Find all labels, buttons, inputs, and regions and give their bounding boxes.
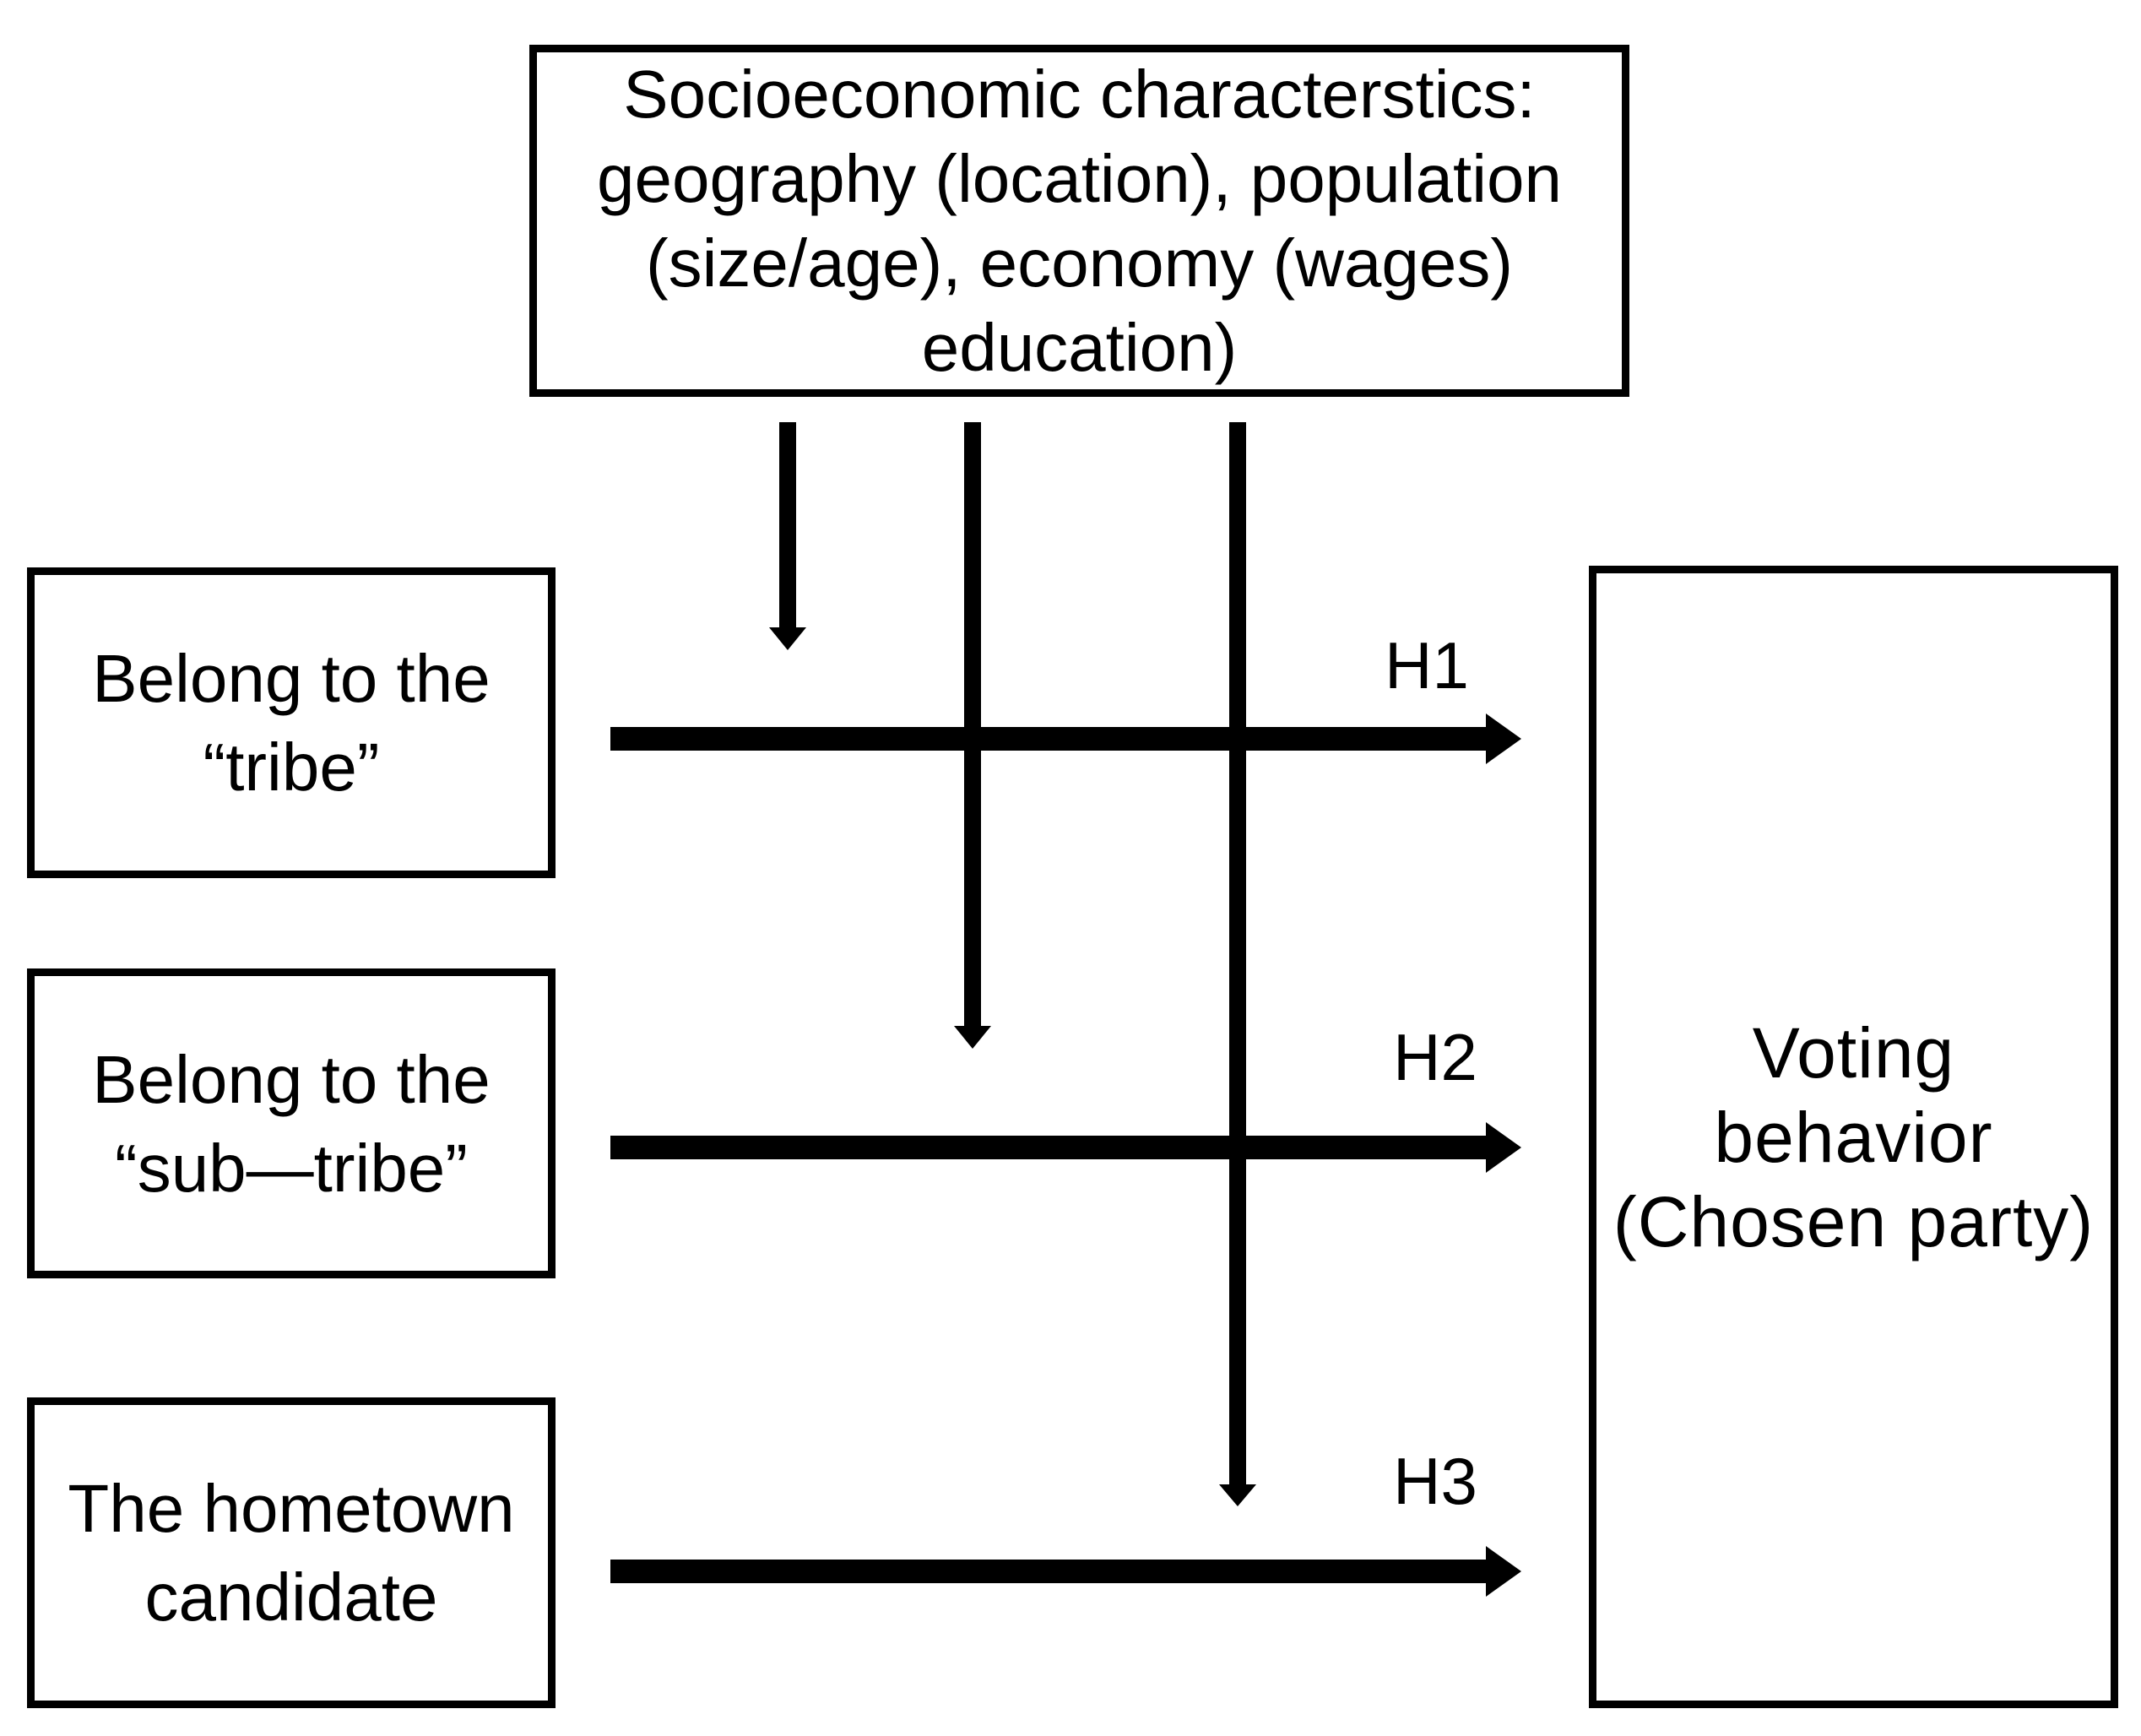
vertical-arrow-2 bbox=[954, 422, 991, 1049]
h3-arrow bbox=[610, 1546, 1521, 1597]
socioeconomic-box-line: education) bbox=[921, 309, 1238, 385]
tribe-box: Belong to the “tribe” bbox=[27, 567, 556, 878]
sub-tribe-box-line: Belong to the bbox=[92, 1041, 491, 1117]
voting-behavior-box-line: Voting bbox=[1752, 1012, 1955, 1093]
h2-label: H2 bbox=[1393, 1020, 1477, 1094]
socioeconomic-box-line: geography (location), population bbox=[596, 140, 1562, 216]
h1-arrow bbox=[610, 713, 1521, 764]
sub-tribe-box: Belong to the “sub—tribe” bbox=[27, 968, 556, 1278]
hometown-candidate-box: The hometown candidate bbox=[27, 1397, 556, 1708]
socioeconomic-box: Socioeconomic characterstics: geography … bbox=[529, 45, 1629, 397]
voting-behavior-box-line: behavior bbox=[1714, 1097, 1993, 1177]
sub-tribe-box-line: “sub—tribe” bbox=[115, 1130, 468, 1206]
vertical-arrow-3 bbox=[1219, 422, 1256, 1506]
socioeconomic-box-line: (size/age), economy (wages) bbox=[645, 225, 1514, 301]
socioeconomic-box-line: Socioeconomic characterstics: bbox=[623, 56, 1536, 132]
tribe-box-line: Belong to the bbox=[92, 641, 491, 716]
h1-label: H1 bbox=[1385, 628, 1469, 703]
voting-behavior-box: Voting behavior (Chosen party) bbox=[1589, 566, 2118, 1708]
h3-label: H3 bbox=[1393, 1444, 1477, 1518]
voting-behavior-box-line: (Chosen party) bbox=[1613, 1181, 2095, 1261]
hometown-candidate-box-line: candidate bbox=[144, 1560, 438, 1635]
hometown-candidate-box-line: The hometown bbox=[68, 1471, 515, 1546]
vertical-arrow-1 bbox=[769, 422, 806, 650]
tribe-box-line: “tribe” bbox=[203, 730, 380, 805]
h2-arrow bbox=[610, 1122, 1521, 1173]
